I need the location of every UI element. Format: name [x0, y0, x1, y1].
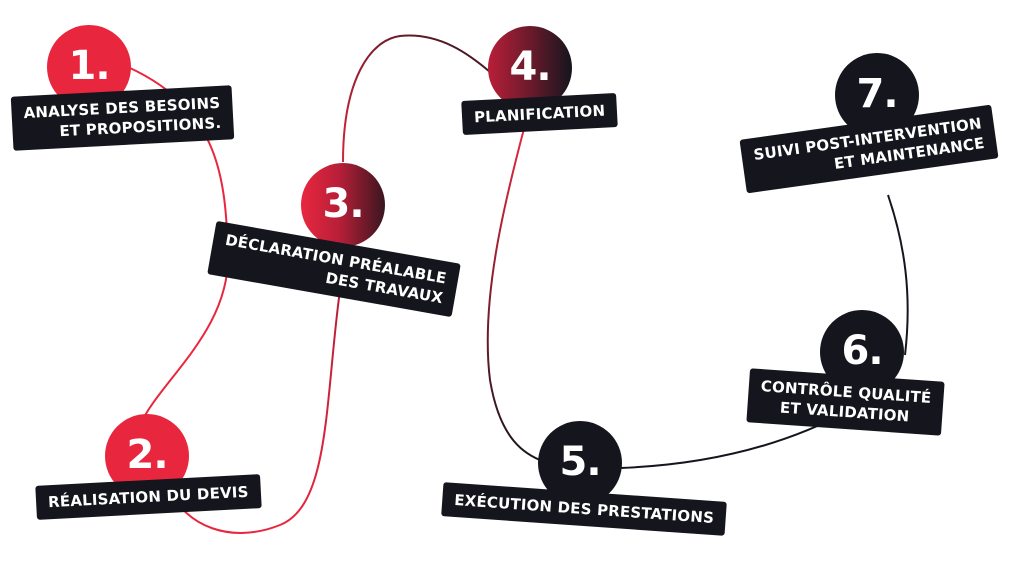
- connector-6-7: [887, 194, 909, 356]
- step-4-number-badge: 4.: [488, 26, 572, 110]
- step-4-label-line-1: PLANIFICATION: [473, 101, 606, 127]
- step-3-number-badge: 3.: [301, 163, 385, 247]
- step-2-label-line-1: RÉALISATION DU DEVIS: [47, 482, 250, 512]
- step-1-label: ANALYSE DES BESOINS ET PROPOSITIONS.: [10, 85, 235, 151]
- step-5-number: 5.: [559, 439, 601, 485]
- connector-4-5: [486, 124, 546, 463]
- connector-2-3: [169, 289, 341, 534]
- step-3-number: 3.: [322, 181, 364, 227]
- connector-3-4: [342, 34, 491, 163]
- step-6-number: 6.: [841, 328, 883, 374]
- step-7-number: 7.: [856, 71, 898, 117]
- step-2-number: 2.: [126, 432, 168, 478]
- step-1-number: 1.: [68, 43, 110, 89]
- step-4-number: 4.: [509, 44, 551, 90]
